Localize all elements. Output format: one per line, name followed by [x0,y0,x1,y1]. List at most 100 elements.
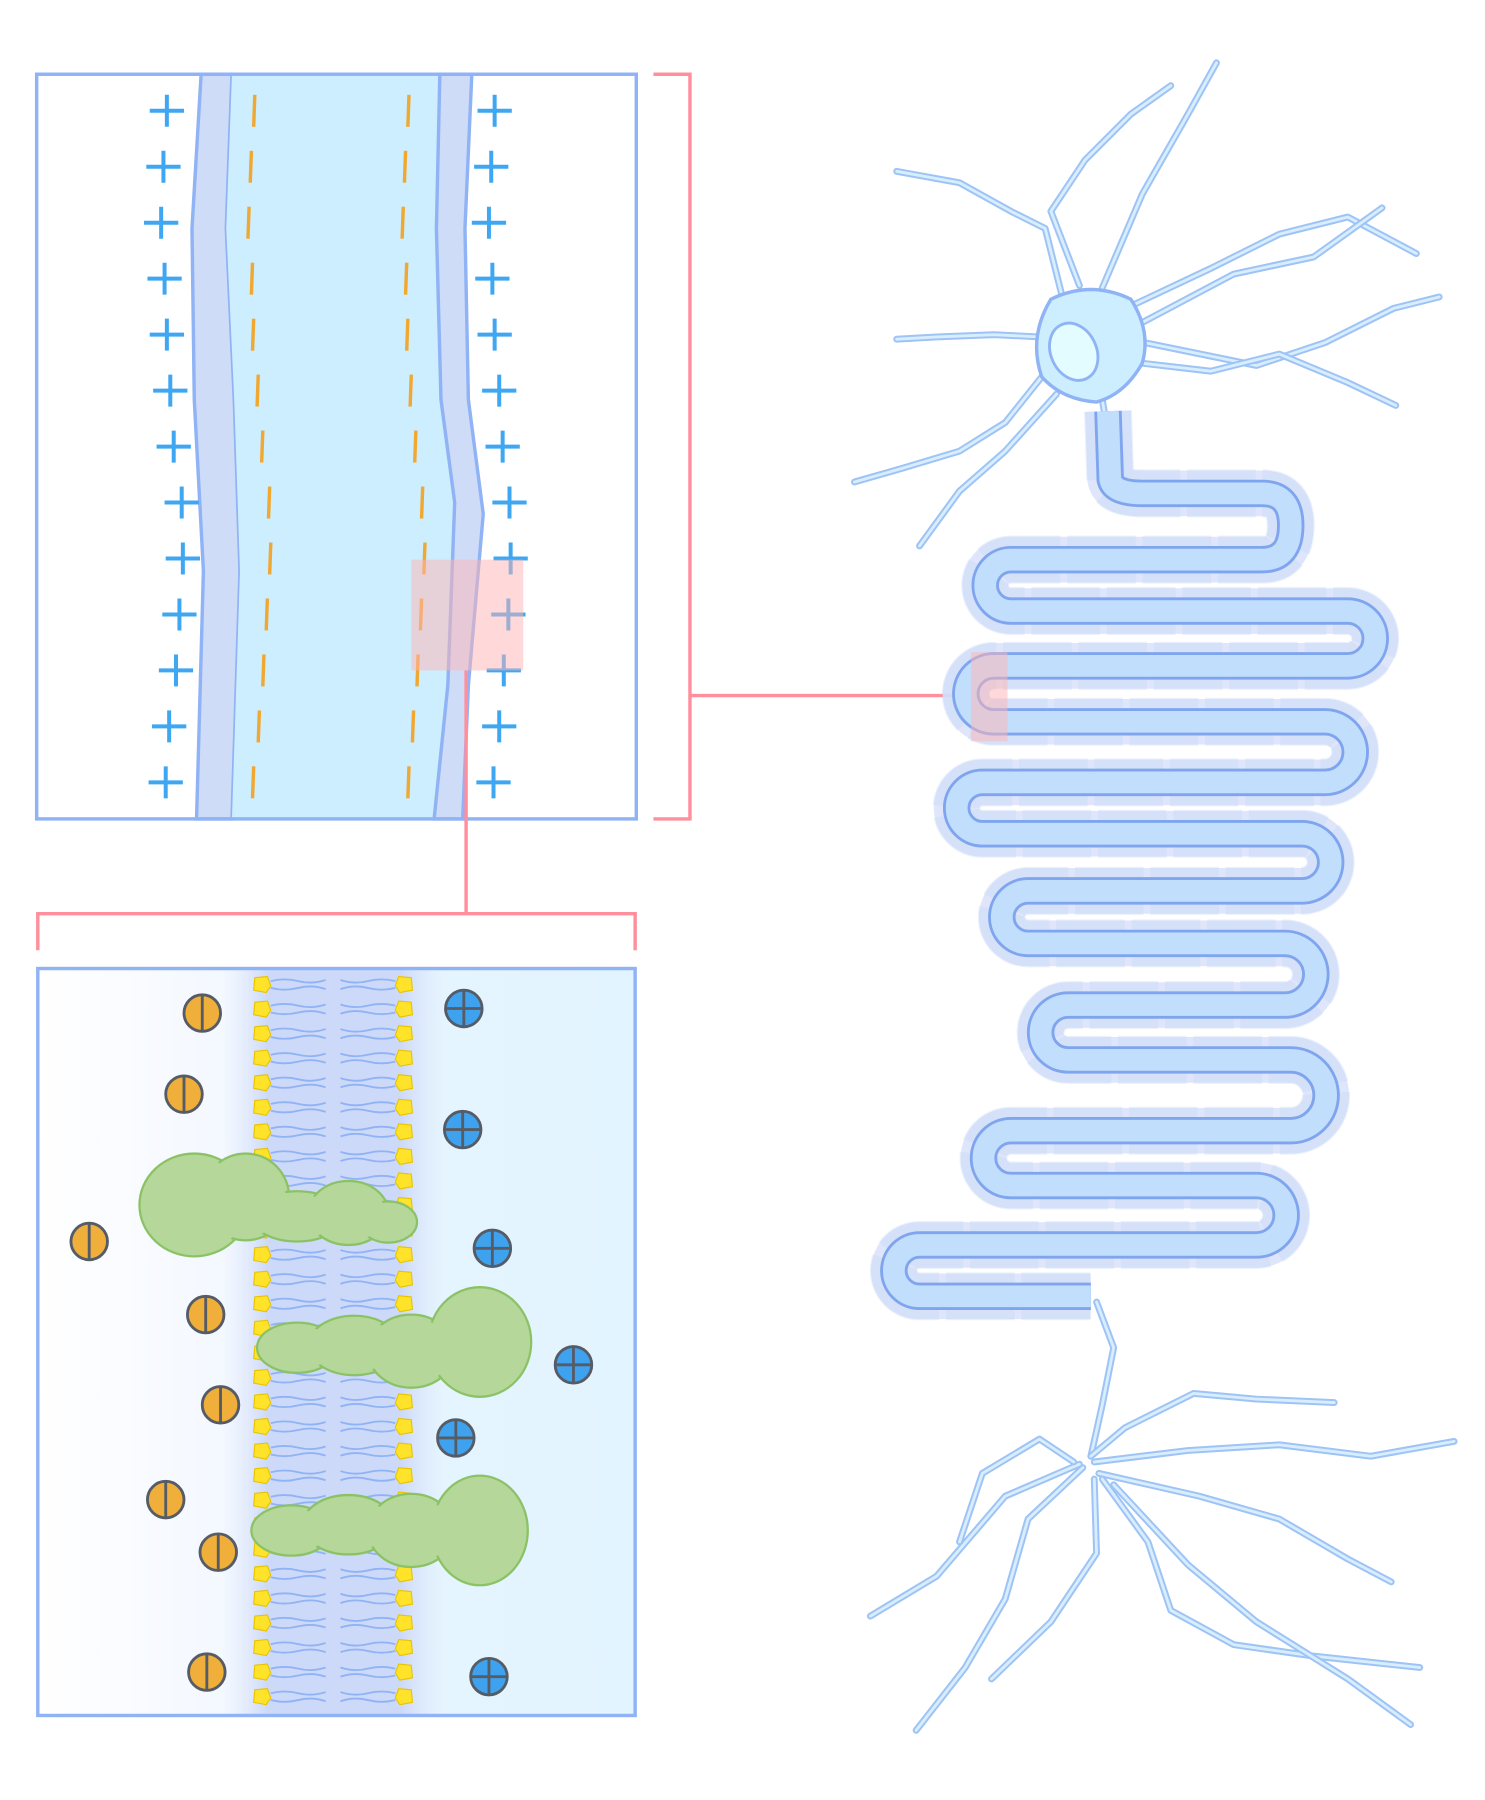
lipid-tail [270,1592,326,1605]
lipid-head [394,975,414,994]
lipid-head [253,1491,272,1509]
dendrite-core [1112,1483,1413,1727]
dendrite-core [1140,352,1398,407]
lipid-head [253,1049,272,1067]
dendrite [851,373,1046,486]
minus-icon [408,374,413,407]
dendrite [1133,204,1386,329]
protein-fill [371,1497,452,1564]
protein-fill [431,1290,528,1394]
protein-fill [363,1204,414,1240]
lipid-tail [270,1395,326,1409]
lipid-head [253,1295,272,1313]
dendrite-core [1143,295,1441,367]
plus-icon [492,486,527,519]
lipid-tail [340,978,396,991]
ions [69,988,594,1697]
dendrite [1095,1469,1395,1586]
lipid-head [394,1663,414,1681]
lipid-head [253,1098,272,1116]
minus-icon [256,710,262,743]
minus-icon [267,542,273,575]
lipid-tail [340,1445,396,1458]
plus-icon [162,598,197,631]
lipid-head [394,1565,414,1583]
plus-icon [477,318,512,351]
plus-icon [148,766,183,799]
dendrite-core [1092,1439,1456,1464]
minus-icon [249,262,255,295]
minus-icon [251,94,257,127]
lipid-tail [270,1641,326,1654]
bottom-panel-bracket [36,911,637,951]
dendrite-core [1100,61,1218,290]
lipid-tail [270,1101,326,1114]
plus-ion-mark [556,1347,591,1382]
channel-protein [250,1474,529,1587]
lipid-head [394,1147,414,1166]
minus-icon [412,430,418,463]
lipid-tail [270,1052,326,1065]
lipid-tail [340,1101,396,1114]
minus-icon [406,766,411,799]
dendrite-core [868,1462,1081,1618]
lipid-head [253,1614,272,1632]
dendrite-core [1089,1391,1336,1458]
lipid-head [394,1589,414,1608]
top-panel-frame [34,72,638,821]
plus-icon [153,374,188,407]
dendrite-core [1135,206,1384,327]
neuron [851,59,1458,1734]
lipid-tail [340,1052,396,1065]
dendrite [1110,1481,1415,1729]
lipid-head [394,1074,414,1092]
lipid-head [253,1417,272,1436]
plus-ion-mark [475,1231,510,1266]
dendrite [893,167,1066,301]
minus-icon [419,486,425,519]
lipid-head [253,975,272,994]
dendrite-core [853,375,1044,484]
lipid-tail [340,1150,396,1163]
lipid-tail [270,978,326,991]
lipid-tail [340,1469,396,1482]
plus-icon [165,542,200,575]
lipid-head [253,1074,272,1092]
protein-fill [306,1498,391,1552]
lipid-tail [270,1469,326,1482]
channel-proteins [138,1152,533,1587]
lipid-tail [340,1076,396,1089]
lipid-head [253,1663,272,1681]
minus-icon [250,318,256,351]
lipid-tail [270,1027,326,1040]
lipid-tail [340,1567,396,1580]
lipid-head [394,1246,414,1264]
lipid-tail [270,1076,326,1089]
plus-icon [482,710,517,743]
lipid-tail [340,1297,396,1310]
membrane-detail-panel [36,966,637,1718]
lipid-head [394,1614,414,1632]
top-panel-bracket [653,72,692,821]
lipid-tail [270,1150,326,1163]
dendrite-core [914,1466,1085,1732]
lipid-tail [270,1666,326,1679]
minus-icon [246,206,251,239]
plus-icon [476,766,511,799]
lipid-tail [270,1616,326,1630]
lipid-tail [270,1125,326,1138]
plus-icon [144,206,179,239]
plus-icon [149,94,184,127]
nucleus [1048,321,1100,382]
plus-icon [475,262,510,295]
plus-ion-mark [438,1420,473,1456]
lipid-head [253,1393,272,1411]
dendrite-core [1129,215,1418,308]
minus-icon [410,710,416,743]
lipid-head [253,1000,272,1018]
plus-icon [485,430,520,463]
minus-icon [406,94,411,127]
lipid-tail [270,1445,326,1458]
plus-icon [149,318,184,351]
